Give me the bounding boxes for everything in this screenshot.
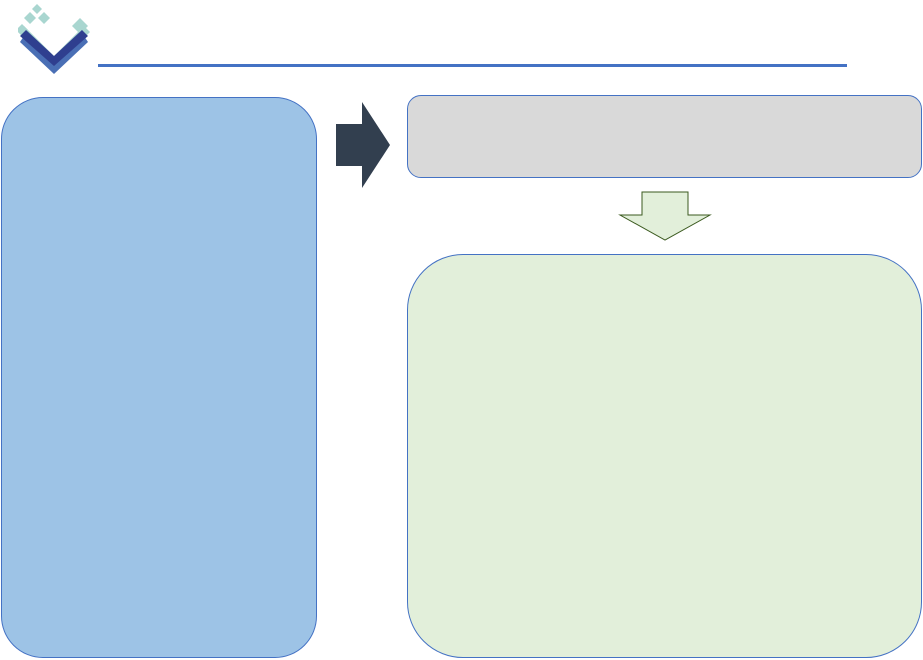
chevron-diamond-logo-icon bbox=[18, 4, 90, 74]
header-divider bbox=[98, 64, 847, 67]
top-box bbox=[407, 95, 922, 178]
top-box-text bbox=[408, 96, 921, 177]
bottom-box-text bbox=[408, 255, 921, 657]
right-arrow-icon bbox=[336, 102, 390, 188]
left-panel bbox=[1, 97, 317, 658]
down-arrow-icon bbox=[618, 191, 712, 241]
left-panel-text bbox=[2, 98, 316, 657]
bottom-box bbox=[407, 254, 922, 658]
